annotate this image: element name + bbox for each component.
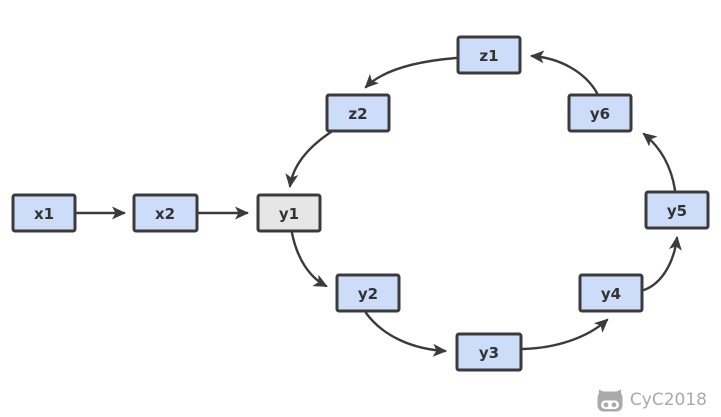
- edge-y6-z1: [530, 50, 599, 95]
- github-octocat-icon: [597, 389, 623, 412]
- node-y4-label: y4: [601, 285, 621, 303]
- node-x2: x2: [132, 193, 199, 233]
- edge-z2-y1: [285, 130, 333, 188]
- node-z1: z1: [456, 35, 522, 75]
- node-y5-label: y5: [667, 202, 687, 220]
- node-x1: x1: [11, 193, 77, 233]
- node-y1-label: y1: [279, 205, 299, 223]
- node-y3: y3: [455, 332, 523, 372]
- edge-y2-y3: [364, 311, 447, 357]
- node-x1-label: x1: [34, 205, 54, 223]
- node-y2-label: y2: [358, 285, 378, 303]
- node-y4: y4: [578, 273, 644, 313]
- watermark-label: CyC2018: [629, 390, 707, 410]
- node-x2-label: x2: [155, 205, 175, 223]
- node-z2: z2: [325, 93, 391, 133]
- edge-z1-z2: [364, 56, 458, 89]
- node-z1-label: z1: [479, 47, 498, 65]
- node-y6-label: y6: [590, 105, 610, 123]
- node-y2: y2: [335, 273, 401, 313]
- node-y1: y1: [256, 193, 322, 233]
- edge-y5-y6: [642, 132, 677, 192]
- node-y6: y6: [567, 93, 633, 133]
- node-z2-label: z2: [348, 105, 367, 123]
- edge-y1-y2: [290, 231, 328, 288]
- edge-y3-y4: [521, 318, 609, 351]
- watermark: CyC2018: [596, 388, 707, 412]
- edge-y4-y5: [642, 236, 682, 292]
- node-y3-label: y3: [479, 344, 499, 362]
- node-y5: y5: [644, 190, 710, 230]
